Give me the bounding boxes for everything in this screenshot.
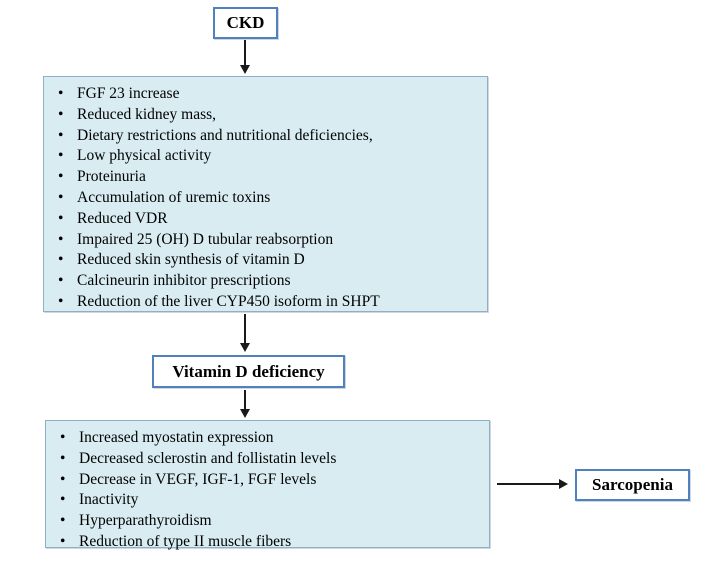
arrow-shaft bbox=[244, 40, 246, 65]
list-item: Calcineurin inhibitor prescriptions bbox=[44, 271, 483, 292]
node-effects-box: Increased myostatin expression Decreased… bbox=[45, 420, 490, 553]
list-item: Hyperparathyroidism bbox=[46, 511, 485, 532]
list-item: Decrease in VEGF, IGF-1, FGF levels bbox=[46, 470, 485, 491]
node-ckd-label: CKD bbox=[226, 13, 265, 32]
node-sarcopenia-label: Sarcopenia bbox=[592, 475, 673, 494]
list-item: Proteinuria bbox=[44, 167, 483, 188]
list-item: Reduction of the liver CYP450 isoform in… bbox=[44, 292, 483, 313]
list-item: FGF 23 increase bbox=[44, 84, 483, 105]
list-item: Reduced VDR bbox=[44, 209, 483, 230]
arrow-shaft bbox=[244, 314, 246, 343]
node-sarcopenia: Sarcopenia bbox=[575, 469, 690, 501]
list-item: Increased myostatin expression bbox=[46, 428, 485, 449]
list-item: Inactivity bbox=[46, 490, 485, 511]
arrow-shaft bbox=[497, 483, 559, 485]
node-ckd: CKD bbox=[213, 7, 278, 39]
arrowhead-down-icon bbox=[240, 343, 250, 352]
arrow-shaft bbox=[244, 390, 246, 409]
arrowhead-down-icon bbox=[240, 65, 250, 74]
arrowhead-right-icon bbox=[559, 479, 568, 489]
list-item: Low physical activity bbox=[44, 146, 483, 167]
down-arrow-ckd-to-causes bbox=[239, 40, 251, 74]
list-item: Reduction of type II muscle fibers bbox=[46, 532, 485, 553]
arrowhead-down-icon bbox=[240, 409, 250, 418]
down-arrow-causes-to-vitd bbox=[239, 314, 251, 352]
list-item: Accumulation of uremic toxins bbox=[44, 188, 483, 209]
list-item: Reduced kidney mass, bbox=[44, 105, 483, 126]
node-vitamin-d-label: Vitamin D deficiency bbox=[172, 361, 325, 381]
list-item: Dietary restrictions and nutritional def… bbox=[44, 126, 483, 147]
node-vitamin-d-deficiency: Vitamin D deficiency bbox=[152, 355, 345, 388]
node-causes-box: FGF 23 increase Reduced kidney mass, Die… bbox=[43, 76, 488, 313]
list-item: Impaired 25 (OH) D tubular reabsorption bbox=[44, 230, 483, 251]
effects-list: Increased myostatin expression Decreased… bbox=[46, 421, 489, 553]
right-arrow-effects-to-sarcopenia bbox=[497, 478, 568, 490]
list-item: Reduced skin synthesis of vitamin D bbox=[44, 250, 483, 271]
list-item: Decreased sclerostin and follistatin lev… bbox=[46, 449, 485, 470]
down-arrow-vitd-to-effects bbox=[239, 390, 251, 418]
causes-list: FGF 23 increase Reduced kidney mass, Die… bbox=[44, 77, 487, 313]
